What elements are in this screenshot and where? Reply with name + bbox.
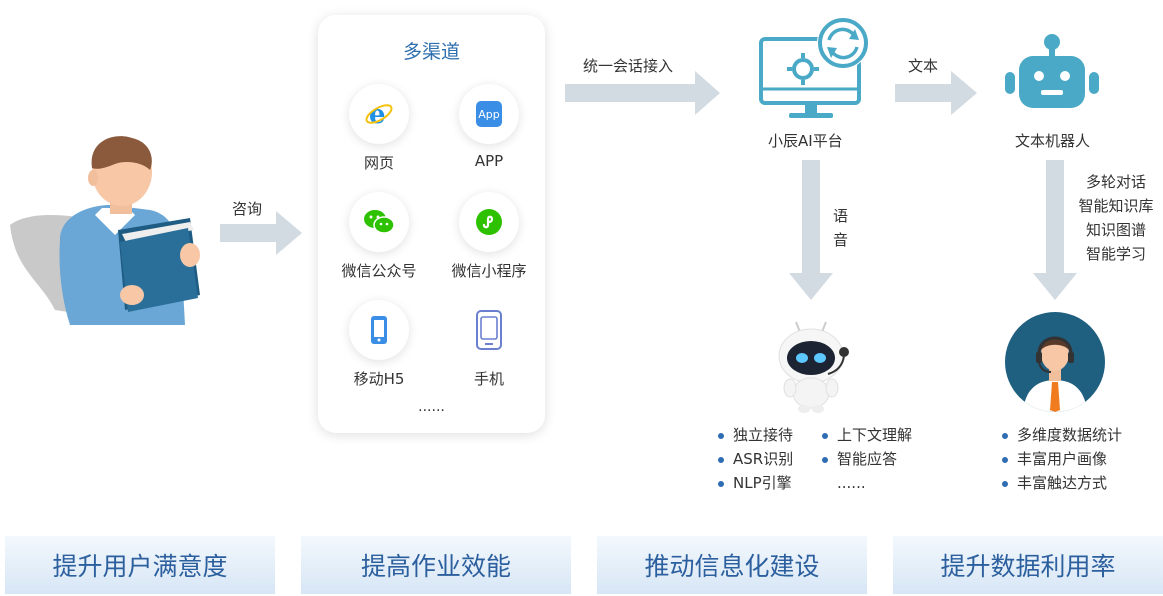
channel-label: 网页	[363, 154, 394, 172]
consult-label: 咨询	[232, 200, 263, 218]
list-item: 上下文理解	[822, 423, 912, 447]
text-arrow	[895, 71, 977, 115]
user-reading-illustration	[10, 136, 200, 325]
feature-knowledge-base: 智能知识库	[1078, 197, 1154, 215]
channel-label: 微信公众号	[341, 262, 417, 280]
benefit-satisfaction: 提升用户满意度	[5, 536, 275, 594]
voice-arrow	[789, 160, 833, 300]
voice-robot-features-col1: 独立接待 ASR识别 NLP引擎	[718, 423, 793, 495]
svg-text:e: e	[369, 100, 386, 129]
channel-label: 手机	[473, 370, 504, 388]
channel-app[interactable]: App APP	[434, 84, 544, 170]
text-robot-icon	[1005, 34, 1099, 108]
channel-wechat-official[interactable]: 微信公众号	[324, 192, 434, 281]
text-robot-features: 多轮对话 智能知识库 知识图谱 智能学习	[1070, 170, 1162, 266]
feature-multi-turn: 多轮对话	[1085, 173, 1146, 191]
channels-more: ......	[418, 399, 445, 415]
consult-arrow	[220, 211, 302, 255]
channel-label: 移动H5	[353, 370, 405, 388]
monitor-gear-icon	[759, 17, 869, 118]
list-item: ASR识别	[718, 447, 793, 471]
voice-robot-features-col2: 上下文理解 智能应答 ......	[822, 423, 912, 495]
feature-knowledge-graph: 知识图谱	[1085, 221, 1146, 239]
ie-icon: e	[349, 84, 409, 144]
text-robot-label: 文本机器人	[1015, 132, 1091, 150]
phone-icon	[459, 300, 519, 360]
mobile-icon	[349, 300, 409, 360]
channel-label: APP	[474, 152, 504, 170]
robot-to-agent-arrow	[1033, 160, 1077, 300]
list-item: 独立接待	[718, 423, 793, 447]
channel-web[interactable]: e 网页	[324, 84, 434, 173]
channels-card: 多渠道 e 网页 App APP 微信公众号	[318, 15, 545, 433]
channel-mini-program[interactable]: 微信小程序	[434, 192, 544, 281]
unified-access-arrow	[565, 71, 720, 115]
platform-label: 小辰AI平台	[768, 132, 843, 150]
mini-program-icon	[459, 192, 519, 252]
agent-features: 多维度数据统计 丰富用户画像 丰富触达方式	[1002, 423, 1122, 495]
channel-mobile-h5[interactable]: 移动H5	[324, 300, 434, 389]
channel-phone[interactable]: 手机	[434, 300, 544, 389]
voice-label-2: 音	[833, 231, 849, 249]
channels-title: 多渠道	[402, 41, 460, 63]
benefit-informatization: 推动信息化建设	[597, 536, 867, 594]
text-label: 文本	[908, 57, 939, 75]
list-item: NLP引擎	[718, 471, 793, 495]
channel-label: 微信小程序	[451, 262, 527, 280]
voice-label-1: 语	[833, 207, 849, 225]
list-item: ......	[837, 474, 866, 492]
feature-smart-learning: 智能学习	[1085, 245, 1146, 263]
benefit-efficiency: 提高作业效能	[301, 536, 571, 594]
benefit-data-utilization: 提升数据利用率	[893, 536, 1163, 594]
unified-access-label: 统一会话接入	[583, 57, 674, 75]
wechat-icon	[349, 192, 409, 252]
agent-avatar	[1005, 312, 1105, 412]
list-item: 智能应答	[822, 447, 912, 471]
app-icon: App	[459, 84, 519, 144]
voice-robot-illustration	[778, 321, 849, 413]
list-item: 丰富用户画像	[1002, 447, 1122, 471]
list-item: 多维度数据统计	[1002, 423, 1122, 447]
list-item: 丰富触达方式	[1002, 471, 1122, 495]
